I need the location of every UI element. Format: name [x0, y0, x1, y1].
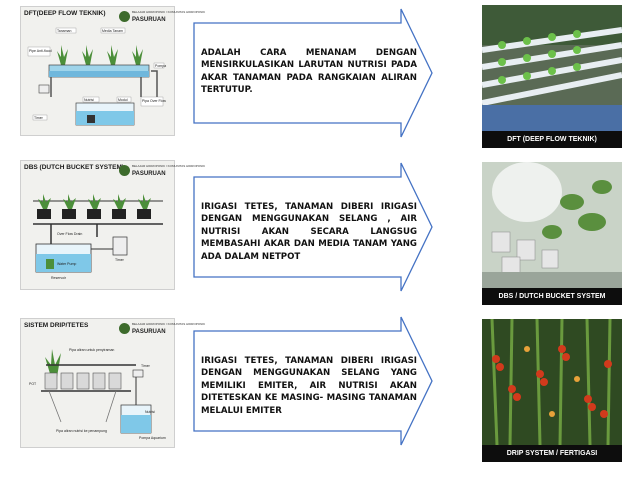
dbs-description: IRIGASI TETES, TANAMAN DIBERI IRIGASI DE…	[201, 202, 417, 262]
logo-main-text: PASURUAN	[132, 17, 166, 23]
drip-schematic: Pipa aliran untuk penyiraman Timer POT P…	[29, 348, 166, 440]
drip-label-nutrisi: Nutrisi	[145, 410, 155, 414]
dft-description: ADALAH CARA MENANAM DENGAN MENSIRKULASIK…	[201, 48, 417, 96]
drip-diagram-title: SISTEM DRIP/TETES	[24, 322, 89, 329]
dft-label-pompa: Pompa	[155, 64, 166, 68]
drip-photo-label: DRIP SYSTEM / FERTIGASI	[482, 445, 622, 462]
dft-photo: DFT (DEEP FLOW TEKNIK)	[482, 5, 622, 148]
dbs-diagram: DBS (DUTCH BUCKET SYSTEM) BELAJAR HIDROP…	[20, 160, 205, 290]
logo-small-text: BELAJAR HIDROPONIK / KOMUNITAS HIDROPONI…	[132, 10, 206, 14]
drip-arrow-shape	[193, 316, 433, 446]
drip-diagram: SISTEM DRIP/TETES BELAJAR HIDROPONIK / K…	[20, 318, 205, 448]
logo: BELAJAR HIDROPONIK / KOMUNITAS HIDROPONI…	[119, 322, 205, 336]
drip-label-pipa-aliran: Pipa aliran untuk penyiraman	[69, 348, 114, 352]
dft-arrow-shape	[193, 8, 433, 138]
dft-label-over-flow: Pipa Over Flow	[142, 99, 166, 103]
dbs-label-over-flow: Over Flow Drain	[57, 232, 82, 236]
drip-label-pipa-kembali: Pipa aliran nutrisi ke penampung	[56, 429, 107, 433]
dft-label-pipe-drain: Pipe Anti-flood	[29, 49, 52, 53]
row-drip: SISTEM DRIP/TETES BELAJAR HIDROPONIK / K…	[0, 313, 638, 462]
logo-small-text: BELAJAR HIDROPONIK / KOMUNITAS HIDROPONI…	[132, 322, 206, 326]
dbs-photo: DBS / DUTCH BUCKET SYSTEM	[482, 162, 622, 305]
drip-photo: DRIP SYSTEM / FERTIGASI	[482, 319, 622, 462]
dft-diagram: DFT(DEEP FLOW TEKNIK) BELAJAR HIDROPONIK…	[20, 6, 205, 136]
logo: BELAJAR HIDROPONIK / KOMUNITAS HIDROPONI…	[119, 164, 205, 178]
logo-icon	[119, 165, 130, 176]
drip-label-timer: Timer	[141, 364, 151, 368]
dft-label-modul: Modul	[118, 98, 128, 102]
dft-label-media: Media Tanam	[102, 29, 123, 33]
dbs-photo-image	[482, 162, 622, 288]
dft-photo-image	[482, 5, 622, 131]
drip-photo-image	[482, 319, 622, 446]
dbs-label-timer: Timer	[115, 258, 125, 262]
dbs-schematic: Over Flow Drain Water Pump Reservoir Tim…	[33, 194, 163, 280]
dft-diagram-title: DFT(DEEP FLOW TEKNIK)	[24, 10, 106, 17]
dbs-photo-label: DBS / DUTCH BUCKET SYSTEM	[482, 288, 622, 305]
dft-label-tanaman: Tanaman	[57, 29, 71, 33]
logo-main-text: PASURUAN	[132, 329, 166, 335]
logo-small-text: BELAJAR HIDROPONIK / KOMUNITAS HIDROPONI…	[132, 164, 206, 168]
logo-icon	[119, 11, 130, 22]
drip-label-pompa: Pompa Aquarium	[139, 436, 166, 440]
logo: BELAJAR HIDROPONIK / KOMUNITAS HIDROPONI…	[119, 10, 205, 24]
dft-plants	[57, 45, 143, 65]
drip-label-pot: POT	[29, 382, 37, 386]
dbs-arrow-shape	[193, 162, 433, 292]
logo-main-text: PASURUAN	[132, 171, 166, 177]
drip-description: IRIGASI TETES, TANAMAN DIBERI IRIGASI DE…	[201, 356, 417, 416]
dft-label-timer: Timer	[34, 116, 44, 120]
row-dbs: DBS (DUTCH BUCKET SYSTEM) BELAJAR HIDROP…	[0, 157, 638, 305]
dbs-diagram-title: DBS (DUTCH BUCKET SYSTEM)	[24, 164, 125, 171]
dbs-label-reservoir: Reservoir	[51, 276, 67, 280]
logo-icon	[119, 323, 130, 334]
dft-label-nutrisi: Nutrisi	[84, 98, 94, 102]
dft-schematic: Tanaman Media Tanam Pipe Anti-flood Pomp…	[27, 27, 166, 126]
row-dft: DFT(DEEP FLOW TEKNIK) BELAJAR HIDROPONIK…	[0, 0, 638, 148]
dft-photo-label: DFT (DEEP FLOW TEKNIK)	[482, 131, 622, 148]
dbs-label-water-pump: Water Pump	[57, 262, 76, 266]
